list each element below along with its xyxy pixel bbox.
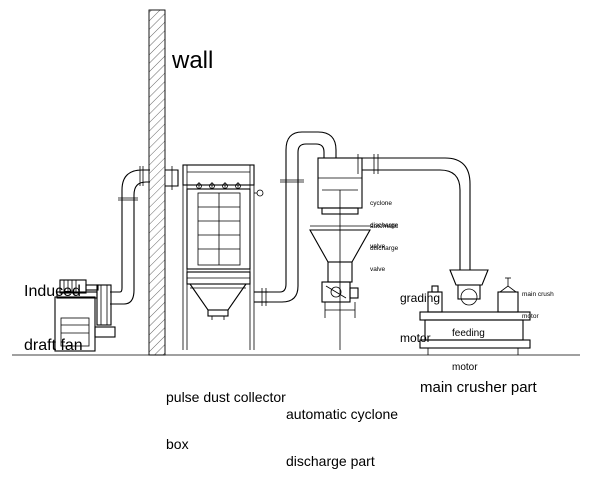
main-crush-motor-line-2: motor xyxy=(522,312,539,320)
crusher-outlet-pipe xyxy=(357,154,471,270)
induced-draft-fan-label-line-2: draft fan xyxy=(24,336,83,354)
automatic-discharge-valve-line-3: valve xyxy=(370,266,386,274)
cyclone-discharge-valve-label: cyclone discharge valve xyxy=(370,186,398,257)
main-crusher-drawing xyxy=(419,269,531,355)
collector-inlet-pipe xyxy=(254,131,337,306)
process-flow-diagram xyxy=(12,9,580,356)
grading-motor-line-1: grading xyxy=(400,290,441,305)
induced-draft-fan-label: Induced draft fan xyxy=(24,247,83,372)
pulse-dust-collector-label-line-2: box xyxy=(166,436,189,453)
cyclone-discharge-valve-line-2: discharge xyxy=(370,221,399,229)
pulse-dust-collector-drawing xyxy=(182,164,264,350)
automatic-discharge-valve-line-2: discharge xyxy=(370,244,399,252)
feeding-motor-label: feeding motor xyxy=(452,306,485,384)
main-crusher-part-label: main crusher part xyxy=(420,379,537,396)
grading-motor-line-2: motor xyxy=(400,331,431,346)
grading-motor-label: grading motor xyxy=(400,265,440,359)
pulse-dust-collector-label: pulse dust collector box xyxy=(166,359,286,469)
cyclone-drawing xyxy=(309,157,371,350)
main-crush-motor-line-1: main crush xyxy=(522,291,554,299)
induced-draft-fan-drawing xyxy=(54,279,116,352)
automatic-cyclone-discharge-label-line-2: discharge part xyxy=(286,453,375,470)
wall-label: wall xyxy=(172,47,214,74)
main-crush-motor-label: main crush motor xyxy=(522,277,554,327)
feeding-motor-line-1: feeding xyxy=(452,328,485,340)
feeding-motor-line-2: motor xyxy=(452,361,478,373)
wall-drawing xyxy=(148,9,166,356)
pulse-dust-collector-label-line-1: pulse dust collector xyxy=(166,389,286,406)
fan-duct xyxy=(110,166,179,305)
cyclone-discharge-valve-line-3: valve xyxy=(370,243,386,251)
automatic-cyclone-discharge-label: automatic cyclone discharge part xyxy=(286,376,398,486)
automatic-discharge-valve-line-1: automatic xyxy=(370,223,399,231)
cyclone-discharge-valve-line-1: cyclone xyxy=(370,200,393,208)
automatic-discharge-valve-label: automatic discharge valve xyxy=(370,209,398,280)
automatic-cyclone-discharge-label-line-1: automatic cyclone xyxy=(286,406,399,423)
induced-draft-fan-label-line-1: Induced xyxy=(24,282,81,300)
